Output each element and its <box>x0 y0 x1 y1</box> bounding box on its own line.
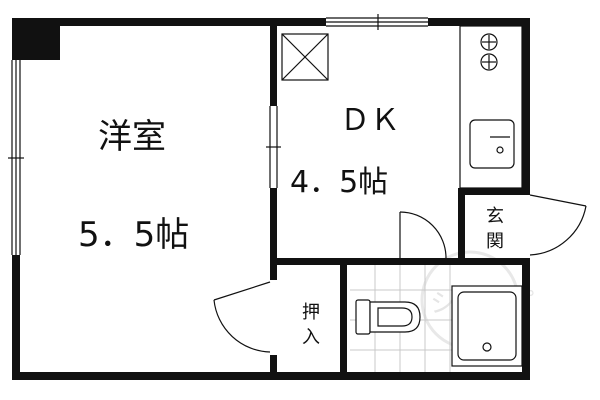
door-western-room <box>213 281 271 353</box>
kitchen-sink <box>469 119 515 169</box>
interior-walls <box>266 18 530 380</box>
ventilation-hood <box>281 33 329 81</box>
door-bathroom <box>399 211 447 259</box>
closet-label-line2: 入 <box>302 327 320 348</box>
western-room-name: 洋室 <box>98 117 166 157</box>
toilet-icon <box>355 299 421 335</box>
door-entrance <box>529 194 587 256</box>
top-window <box>326 14 428 30</box>
bathtub-icon <box>451 285 523 367</box>
dk-room-name: ＤＫ <box>340 103 400 138</box>
entrance-label-line2: 関 <box>486 231 504 252</box>
sliding-door-western-dk <box>266 106 281 188</box>
corner-column <box>12 18 60 60</box>
entrance-label-line1: 玄 <box>486 206 504 227</box>
western-room-size: 5．5帖 <box>78 215 189 255</box>
closet-label-line1: 押 <box>302 302 320 323</box>
stove-burners <box>480 33 498 71</box>
left-window <box>8 60 24 255</box>
kitchen-counter <box>459 25 523 189</box>
dk-room-size: 4．5帖 <box>290 165 388 200</box>
